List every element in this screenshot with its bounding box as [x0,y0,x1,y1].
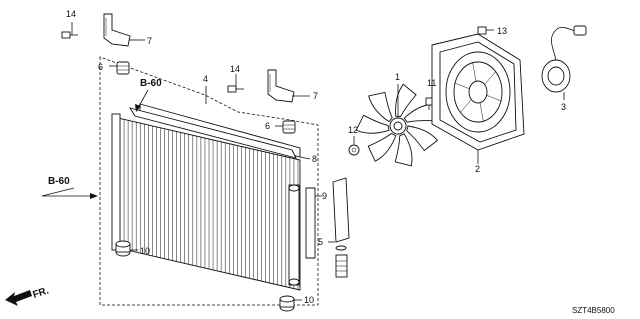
callout-7-upper: 7 [147,36,152,46]
side-seal [305,187,316,259]
fan-blade [394,133,413,167]
fan-blade [406,125,439,152]
front-direction-arrow [5,290,32,306]
lower-mount-right [279,295,295,312]
condenser [111,113,301,291]
fan-blade [367,132,397,162]
callout-5: 5 [318,237,323,247]
callout-10-right: 10 [304,295,314,305]
callout-9: 9 [322,191,327,201]
callout-7-middle: 7 [313,91,318,101]
callout-11: 11 [427,78,436,88]
lower-mount-left [115,240,131,257]
ref-arrow-top [135,89,149,112]
fan-blade [355,114,390,134]
rubber-mount-middle [282,120,296,134]
callout-6-upper: 6 [98,62,103,72]
callout-1: 1 [395,72,400,82]
fan-blade [395,83,417,117]
callout-6-middle: 6 [265,121,270,131]
callout-13: 13 [497,26,507,36]
ref-arrow-left [41,187,98,199]
ref-b60-top: B-60 [140,78,162,89]
fan-blade [368,91,393,123]
callout-8: 8 [312,154,317,164]
fan [355,83,439,167]
callout-2: 2 [475,164,480,174]
bracket-middle [267,69,295,103]
callout-10-left: 10 [140,246,150,256]
fan-motor [541,25,587,93]
fan-shroud [431,33,525,151]
bolt-shroud [477,26,494,35]
callout-12: 12 [348,125,358,135]
bracket-upper [103,13,131,47]
assembly-boundary [99,56,319,306]
diagram-code: SZT4B5800 [572,306,615,315]
receiver-bracket [332,177,350,278]
bolt-upper [61,31,78,39]
leader-lines [71,22,565,301]
callout-3: 3 [561,102,566,112]
callout-14-upper: 14 [66,9,76,19]
front-label: FR. [32,285,51,301]
fan-blade [403,103,435,123]
rubber-mount-upper [116,61,130,75]
callout-14-middle: 14 [230,64,240,74]
ref-b60-left: B-60 [48,176,70,187]
callout-4: 4 [203,74,208,84]
nut [348,144,360,156]
